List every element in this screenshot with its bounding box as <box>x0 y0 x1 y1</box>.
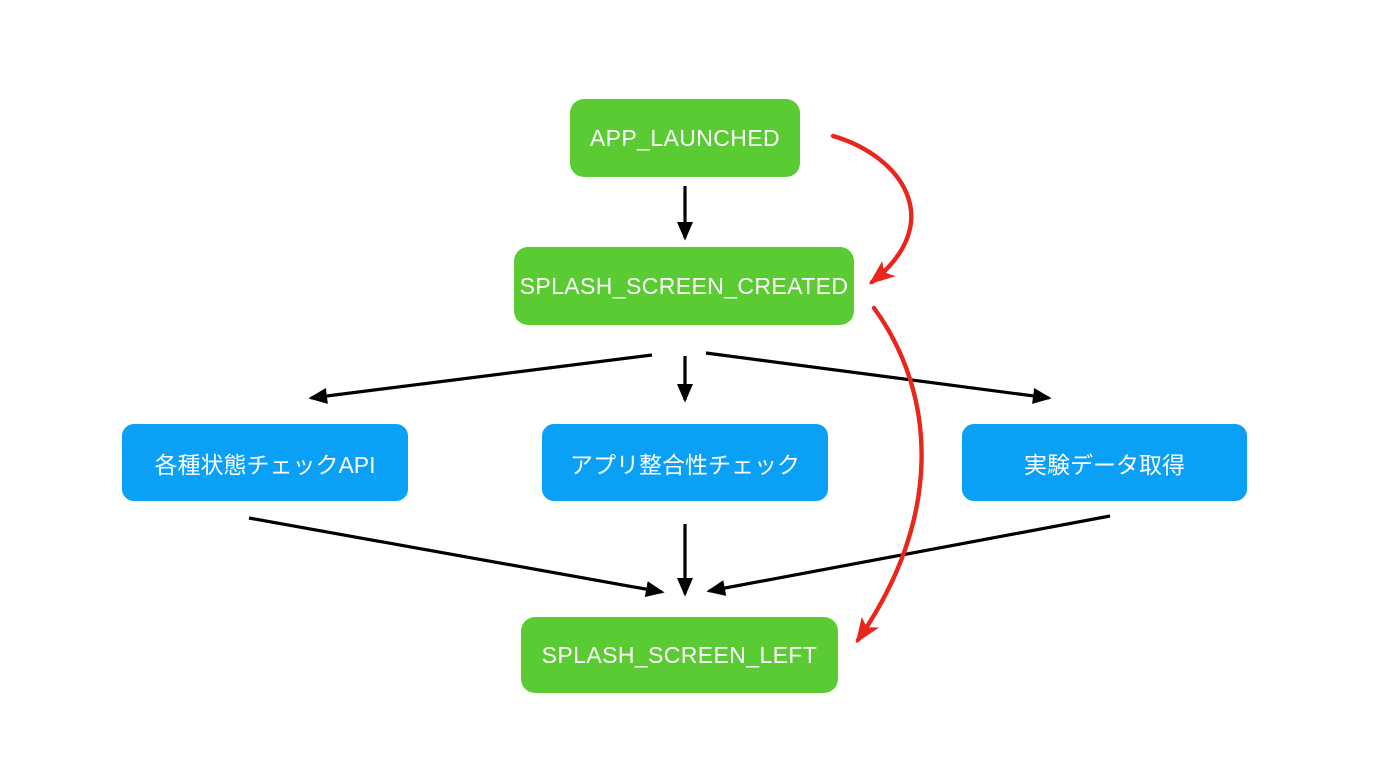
node-label: 実験データ取得 <box>1024 451 1185 478</box>
red-annotation-arrow-splash-created-to-splash-left <box>855 305 924 644</box>
node-label: アプリ整合性チェック <box>570 451 800 478</box>
node-splash-screen-created: SPLASH_SCREEN_CREATED <box>514 247 854 325</box>
node-app-launched: APP_LAUNCHED <box>570 99 800 177</box>
node-label: SPLASH_SCREEN_CREATED <box>519 272 849 299</box>
edge-splash-created-to-check-api <box>308 353 653 404</box>
node-label: APP_LAUNCHED <box>589 124 781 151</box>
edge-splash-created-to-exp-data <box>705 351 1052 404</box>
edge-exp-data-to-splash-left <box>706 514 1111 596</box>
node-label: SPLASH_SCREEN_LEFT <box>541 641 818 668</box>
node-splash-screen-left: SPLASH_SCREEN_LEFT <box>521 617 838 693</box>
node-label: 各種状態チェックAPI <box>154 451 376 478</box>
node-app-integrity-check: アプリ整合性チェック <box>542 424 828 501</box>
node-state-check-api: 各種状態チェックAPI <box>122 424 408 501</box>
node-experiment-data-fetch: 実験データ取得 <box>962 424 1247 501</box>
edge-check-api-to-splash-left <box>248 516 665 598</box>
